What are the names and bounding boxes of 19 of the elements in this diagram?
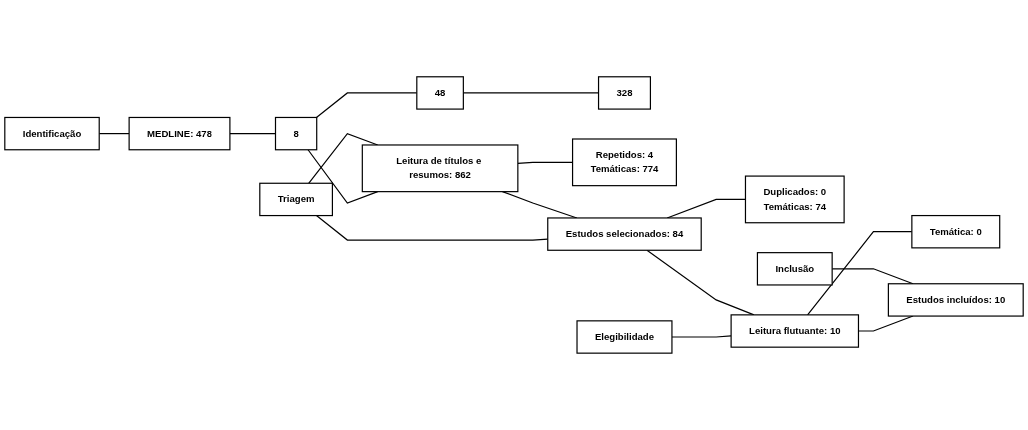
- connector: [671, 335, 732, 338]
- node-box: 8: [274, 116, 318, 151]
- node-box: Leitura flutuante: 10: [730, 314, 860, 348]
- node-box: Leitura de títulos e resumos: 862: [361, 144, 519, 193]
- node-box: Inclusão: [756, 252, 833, 286]
- connector: [807, 231, 913, 316]
- node-box: Estudos incluídos: 10: [887, 283, 1024, 317]
- node-box: Elegibilidade: [576, 320, 673, 354]
- connector: [308, 132, 379, 184]
- node-box: Identificação: [4, 116, 100, 151]
- node-box: Repetidos: 4 Temáticas: 774: [571, 138, 677, 187]
- node-box: 48: [416, 76, 464, 110]
- connector: [307, 149, 379, 204]
- node-box: MEDLINE: 478: [128, 116, 231, 151]
- node-box: Temática: 0: [911, 215, 1001, 249]
- node-box: Triagem: [259, 182, 333, 217]
- node-box: Estudos selecionados: 84: [547, 217, 702, 251]
- node-box: 328: [597, 76, 651, 110]
- node-box: Duplicados: 0 Temáticas: 74: [744, 175, 845, 224]
